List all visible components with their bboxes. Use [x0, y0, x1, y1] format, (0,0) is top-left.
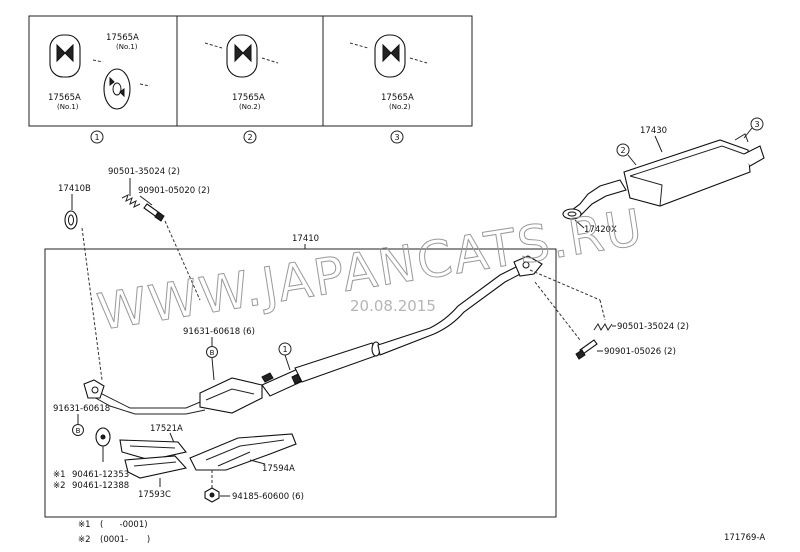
label-17593C: 17593C	[138, 490, 171, 500]
inset-3: 17565A (No.2) 3	[349, 34, 428, 144]
footnote-mark-2: ※2	[78, 535, 91, 545]
note-mark-2: ※2	[53, 481, 66, 491]
rear-flange-icon	[513, 255, 543, 277]
hanger-ring-icon	[103, 68, 131, 110]
label-90501-35024-top: 90501-35024 (2)	[108, 167, 180, 177]
callout-circle-2-muffler: 2	[616, 143, 630, 157]
spring-icon	[593, 323, 613, 331]
footnote-range-1: ( -0001)	[100, 520, 148, 530]
label-17594A: 17594A	[262, 464, 295, 474]
bolt-icon	[575, 339, 598, 360]
label-17420X: 17420X	[584, 225, 617, 235]
callout-circle-2: 2	[243, 130, 257, 144]
inset1-label-b: 17565A	[48, 93, 81, 103]
inset1-sublabel-a: (No.1)	[116, 43, 138, 51]
hanger-rubber-icon	[49, 34, 81, 78]
callout-circle-3-muffler: 3	[750, 117, 764, 131]
label-17521A: 17521A	[150, 424, 183, 434]
gasket-icon	[64, 210, 78, 230]
inset-1: 17565A (No.1) 17565A (No.1) 1	[48, 33, 151, 144]
note-mark-1: ※1	[53, 470, 66, 480]
front-flange-icon	[83, 379, 105, 399]
callout-circle-3: 3	[390, 130, 404, 144]
footnote-range-2: (0001- )	[100, 535, 150, 545]
footnote-mark-1: ※1	[78, 520, 91, 530]
label-90461-12388: 90461-12388	[72, 481, 129, 491]
inset3-sublabel: (No.2)	[389, 103, 411, 111]
exhaust-pipe-assembly	[83, 255, 543, 415]
label-91631-60618-left: 91631-60618	[53, 404, 110, 414]
gasket-icon	[562, 208, 582, 220]
svg-text:B: B	[76, 427, 81, 435]
label-90461-12353: 90461-12353	[72, 470, 129, 480]
reference-marker-b-left: B	[72, 424, 84, 436]
svg-text:2: 2	[620, 146, 625, 155]
inset2-label: 17565A	[232, 93, 265, 103]
inset-2: 17565A (No.2) 2	[204, 34, 279, 144]
watermark: WWW.JAPANCATS.RU	[94, 198, 648, 342]
inset1-sublabel-b: (No.1)	[57, 103, 79, 111]
label-94185-60600: 94185-60600 (6)	[232, 492, 304, 502]
label-90901-05020: 90901-05020 (2)	[138, 186, 210, 196]
date-stamp: 20.08.2015	[350, 297, 436, 315]
label-17410: 17410	[292, 234, 319, 244]
label-90501-35024-right: 90501-35024 (2)	[617, 322, 689, 332]
inset2-sublabel: (No.2)	[239, 103, 261, 111]
clamp-icon	[95, 427, 111, 447]
spring-icon	[121, 194, 141, 208]
figure-code: 171769-A	[724, 533, 765, 543]
center-resonator-icon	[294, 341, 381, 383]
svg-text:B: B	[210, 349, 215, 357]
svg-text:3: 3	[394, 133, 399, 142]
callout-circle-1-main: 1	[278, 342, 292, 356]
svg-text:1: 1	[94, 133, 99, 142]
label-91631-60618-top: 91631-60618 (6)	[183, 327, 255, 337]
label-17430: 17430	[640, 126, 667, 136]
svg-text:1: 1	[282, 345, 287, 354]
inset-panel	[28, 15, 473, 127]
heat-insulator-lower-icon	[124, 455, 188, 479]
callout-circle-1: 1	[90, 130, 104, 144]
inset1-label-a: 17565A	[106, 33, 139, 43]
tailpipe-muffler-icon	[571, 133, 765, 217]
label-90901-05026: 90901-05026 (2)	[604, 347, 676, 357]
hanger-rubber-icon	[374, 34, 406, 78]
heat-insulator-upper-icon	[119, 439, 187, 461]
bolt-icon	[143, 203, 165, 222]
svg-text:2: 2	[247, 133, 252, 142]
main-assembly-box	[44, 248, 557, 518]
reference-marker-b-top: B	[206, 346, 218, 358]
nut-icon	[204, 487, 220, 503]
hanger-rubber-icon	[226, 34, 258, 78]
svg-text:3: 3	[754, 120, 759, 129]
inset3-label: 17565A	[381, 93, 414, 103]
catalytic-converter-icon	[199, 377, 263, 414]
label-17410B: 17410B	[58, 184, 91, 194]
heat-insulator-floor-icon	[189, 433, 297, 471]
